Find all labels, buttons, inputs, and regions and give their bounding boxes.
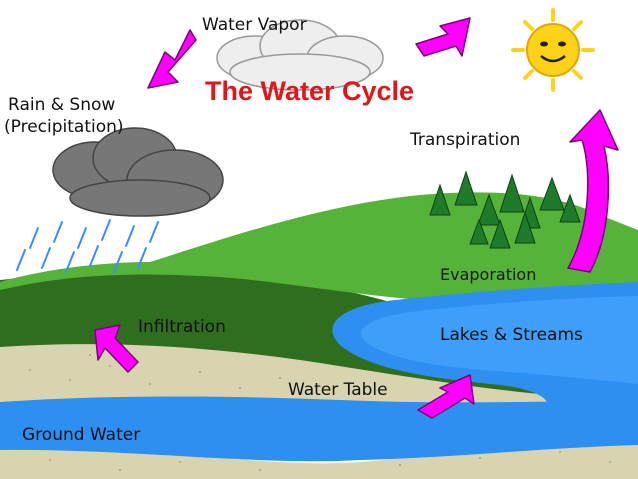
rain-cloud-icon <box>52 127 224 217</box>
water-vapor-cloud <box>216 19 384 91</box>
evaporation-to-vapor-arrow-icon <box>415 17 471 57</box>
condensation-arrow-icon <box>147 29 197 89</box>
diagram-title: The Water Cycle <box>205 76 414 106</box>
label-lakes-streams: Lakes & Streams <box>440 325 583 345</box>
soil-speckles <box>29 354 611 471</box>
arrows <box>94 17 619 419</box>
label-transpiration: Transpiration <box>409 130 520 150</box>
label-water-vapor: Water Vapor <box>202 15 307 35</box>
label-rain-snow: Rain & Snow <box>8 95 115 115</box>
soil-bottom-layer <box>0 435 638 479</box>
label-infiltration: Infiltration <box>138 317 226 337</box>
soil-middle-layer <box>0 342 638 403</box>
water-table-arrow-icon <box>417 374 475 419</box>
transpiration-arrow-icon <box>567 109 619 273</box>
lake-water-highlight <box>361 296 638 384</box>
trees-icon <box>429 170 581 249</box>
infiltration-arrow-icon <box>94 324 139 373</box>
label-precipitation: (Precipitation) <box>4 117 124 137</box>
label-water-table: Water Table <box>288 380 388 400</box>
label-evaporation: Evaporation <box>440 265 536 284</box>
ground-water-layer <box>0 392 638 462</box>
label-ground-water: Ground Water <box>22 425 140 445</box>
rain-drops <box>16 219 159 273</box>
sun-icon <box>511 8 595 92</box>
